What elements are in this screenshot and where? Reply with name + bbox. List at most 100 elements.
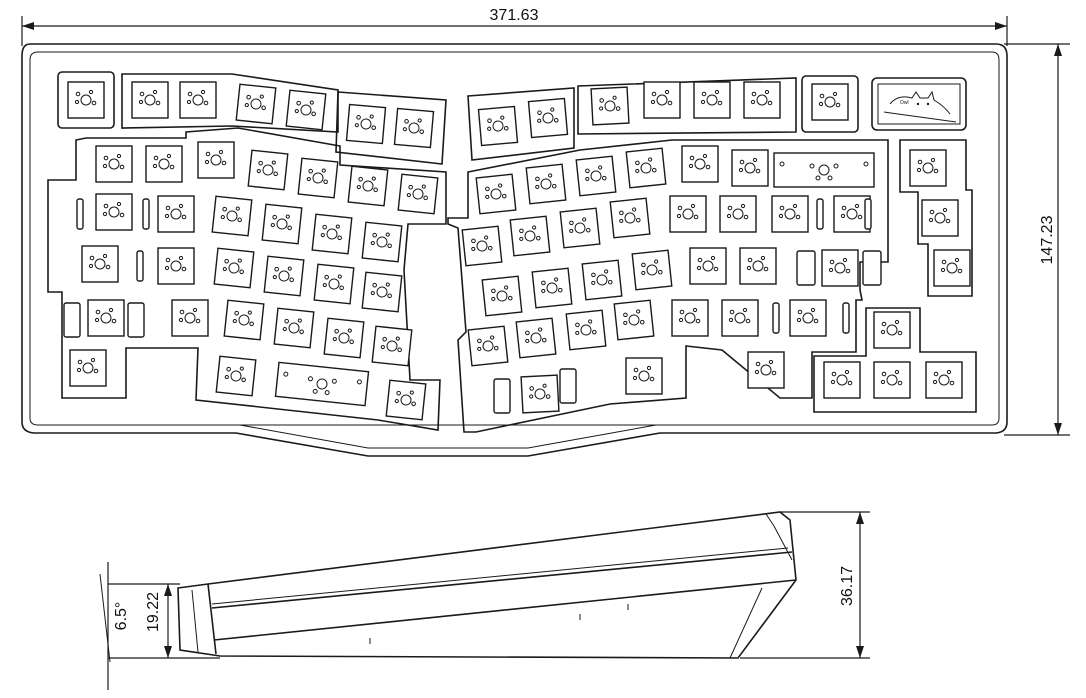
angle-dimension: 6.5° (99, 562, 130, 690)
switch-cutout (681, 145, 719, 183)
wide-key-cutout (773, 152, 875, 188)
switch-cutout (95, 145, 133, 183)
switch-cutout (590, 86, 630, 126)
switch-cutout (581, 259, 623, 301)
side-view (177, 511, 797, 659)
switch-cutout (531, 267, 573, 309)
switch-cutout (771, 195, 809, 233)
stabilizer-slot (493, 378, 511, 414)
switch-cutout (525, 163, 567, 205)
switch-cutout (261, 203, 303, 245)
switch-cutout (95, 193, 133, 231)
switch-cutout (631, 249, 673, 291)
switch-cutout (235, 83, 277, 125)
svg-text:Owl: Owl (900, 100, 909, 106)
function-row-plates (57, 71, 967, 165)
switch-cutout (739, 247, 777, 285)
stabilizer-slot (63, 302, 81, 338)
switch-cutout (477, 105, 519, 147)
stabilizer-slot (796, 250, 816, 286)
switch-cutout (873, 361, 911, 399)
switch-cutout (213, 247, 255, 289)
switch-cutout (371, 325, 413, 367)
width-label: 371.63 (490, 7, 539, 24)
switch-cutout (625, 357, 663, 395)
stabilizer-slot (864, 198, 872, 230)
switch-cutout (81, 245, 119, 283)
switch-cutout (223, 299, 265, 341)
switch-cutout (689, 247, 727, 285)
switch-cutout (131, 81, 169, 119)
switch-cutout (575, 155, 617, 197)
switch-cutout (215, 355, 257, 397)
switch-cutout (467, 325, 509, 367)
switch-cutout (273, 307, 315, 349)
angle-label: 6.5° (113, 602, 130, 631)
switch-cutout (515, 317, 557, 359)
stabilizer-slot (816, 198, 824, 230)
height-back-label: 36.17 (839, 566, 856, 606)
stabilizer-slot (136, 250, 144, 282)
switch-cutout (263, 255, 305, 297)
switch-cutout (559, 207, 601, 249)
cat-icon: Owl (883, 90, 957, 123)
arrow-cluster-plate (813, 307, 977, 413)
switch-cutout (789, 299, 827, 337)
switch-cutout (297, 157, 339, 199)
stabilizer-slot (772, 302, 780, 334)
switch-cutout (643, 81, 681, 119)
switch-cutout (625, 147, 667, 189)
switch-cutout (811, 83, 849, 121)
switch-cutout (743, 81, 781, 119)
switch-cutout (157, 195, 195, 233)
height-front-dimension: 19.22 (108, 583, 220, 659)
switch-cutout (475, 173, 517, 215)
switch-cutout (613, 299, 655, 341)
stabilizer-slot (142, 198, 150, 230)
switch-cutout (909, 149, 947, 187)
switch-cutout (345, 103, 387, 145)
nav-column-plate (899, 139, 973, 297)
width-dimension: 371.63 (21, 7, 1008, 46)
stabilizer-slot (127, 302, 145, 338)
switch-cutout (385, 379, 427, 421)
switch-cutout (311, 213, 353, 255)
switch-cutout (397, 173, 439, 215)
stabilizer-slot (842, 302, 850, 334)
switch-cutout (481, 275, 523, 317)
switch-cutout (361, 271, 403, 313)
height-back-dimension: 36.17 (740, 511, 870, 659)
switch-cutout (520, 374, 560, 414)
switch-cutout (211, 195, 253, 237)
switch-cutout (671, 299, 709, 337)
depth-label: 147.23 (1039, 215, 1056, 264)
switch-cutout (361, 221, 403, 263)
switch-cutout (821, 249, 859, 287)
switch-cutout (873, 311, 911, 349)
switch-cutout (721, 299, 759, 337)
switch-cutout (197, 141, 235, 179)
switch-cutout (285, 89, 327, 131)
switch-cutout (179, 81, 217, 119)
stabilizer-slot (862, 250, 882, 286)
left-main-plate (47, 127, 447, 431)
switch-cutout (157, 247, 195, 285)
switch-cutout (925, 361, 963, 399)
case-outline (21, 43, 1008, 457)
stabilizer-slot (559, 368, 577, 404)
switch-cutout (565, 309, 607, 351)
switch-cutout (527, 97, 569, 139)
switch-cutout (461, 225, 503, 267)
switch-cutout (67, 81, 105, 119)
switch-cutout (921, 199, 959, 237)
switch-cutout (693, 81, 731, 119)
switch-cutout (171, 299, 209, 337)
stabilizer-slot (76, 198, 84, 230)
switch-cutout (247, 149, 289, 191)
switch-cutout (719, 195, 757, 233)
depth-dimension: 147.23 (1004, 43, 1070, 436)
switch-cutout (731, 149, 769, 187)
switch-cutout (509, 215, 551, 257)
height-front-label: 19.22 (145, 592, 162, 632)
